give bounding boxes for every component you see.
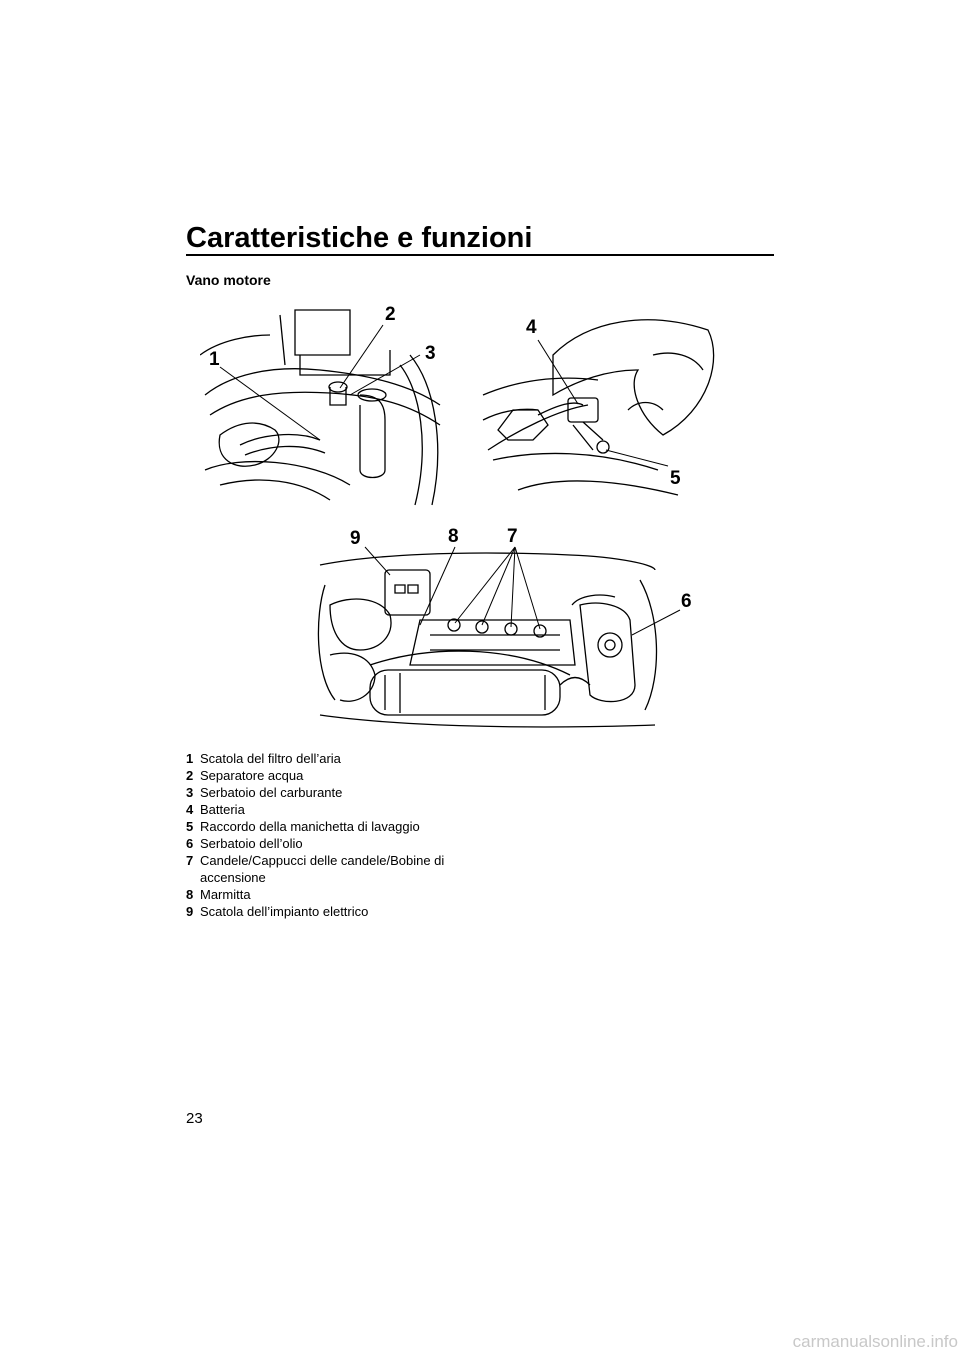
callout-6: 6 [681, 591, 692, 612]
callout-7: 7 [507, 526, 518, 547]
page-title: Caratteristiche e funzioni [186, 222, 533, 254]
illustration-rear-compartment: 4 5 [482, 317, 715, 496]
illustration-engine-top: 9 8 7 6 [317, 526, 692, 728]
callout-9: 9 [350, 528, 361, 549]
header-divider [186, 254, 774, 256]
callout-1: 1 [209, 349, 220, 370]
callout-4: 4 [526, 317, 537, 338]
page-number: 23 [186, 1110, 203, 1127]
callout-2: 2 [385, 304, 396, 325]
illustration-front-compartment: 1 2 3 [200, 304, 441, 506]
callout-5: 5 [670, 468, 681, 489]
callout-3: 3 [425, 343, 436, 364]
callout-8: 8 [448, 526, 459, 547]
section-title: Vano motore [186, 272, 271, 288]
watermark: carmanualsonline.info [792, 1332, 958, 1351]
